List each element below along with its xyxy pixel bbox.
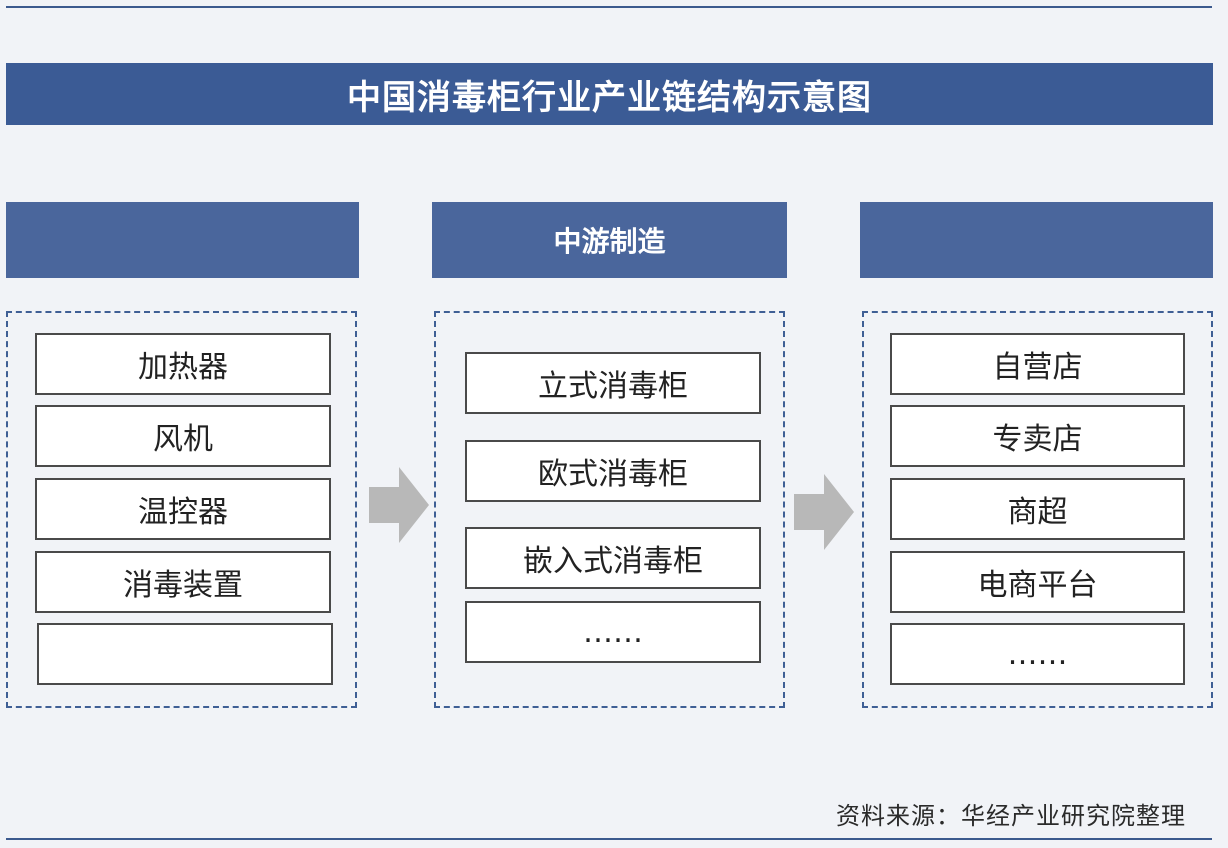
bottom-divider <box>6 838 1212 840</box>
column-header-downstream <box>860 202 1213 278</box>
top-divider <box>6 6 1212 8</box>
column-box-midstream: 立式消毒柜 欧式消毒柜 嵌入式消毒柜 …… <box>434 311 785 708</box>
list-item: …… <box>465 601 761 663</box>
list-item: 风机 <box>35 405 331 467</box>
column-box-upstream: 加热器 风机 温控器 消毒装置 <box>6 311 357 708</box>
source-note: 资料来源：华经产业研究院整理 <box>836 802 1186 830</box>
column-box-downstream: 自营店 专卖店 商超 电商平台 …… <box>862 311 1213 708</box>
list-item: …… <box>890 623 1185 685</box>
list-item: 自营店 <box>890 333 1185 395</box>
list-item: 欧式消毒柜 <box>465 440 761 502</box>
list-item: 加热器 <box>35 333 331 395</box>
arrow-right-icon <box>369 467 429 543</box>
list-item: 商超 <box>890 478 1185 540</box>
column-header-upstream <box>6 202 359 278</box>
list-item: 温控器 <box>35 478 331 540</box>
list-item: 电商平台 <box>890 551 1185 613</box>
list-item: 专卖店 <box>890 405 1185 467</box>
diagram-title: 中国消毒柜行业产业链结构示意图 <box>6 63 1213 125</box>
list-item: 立式消毒柜 <box>465 352 761 414</box>
arrow-right-icon <box>794 474 854 550</box>
list-item: 消毒装置 <box>35 551 331 613</box>
list-item: 嵌入式消毒柜 <box>465 527 761 589</box>
column-header-midstream: 中游制造 <box>432 202 787 278</box>
list-item <box>37 623 333 685</box>
